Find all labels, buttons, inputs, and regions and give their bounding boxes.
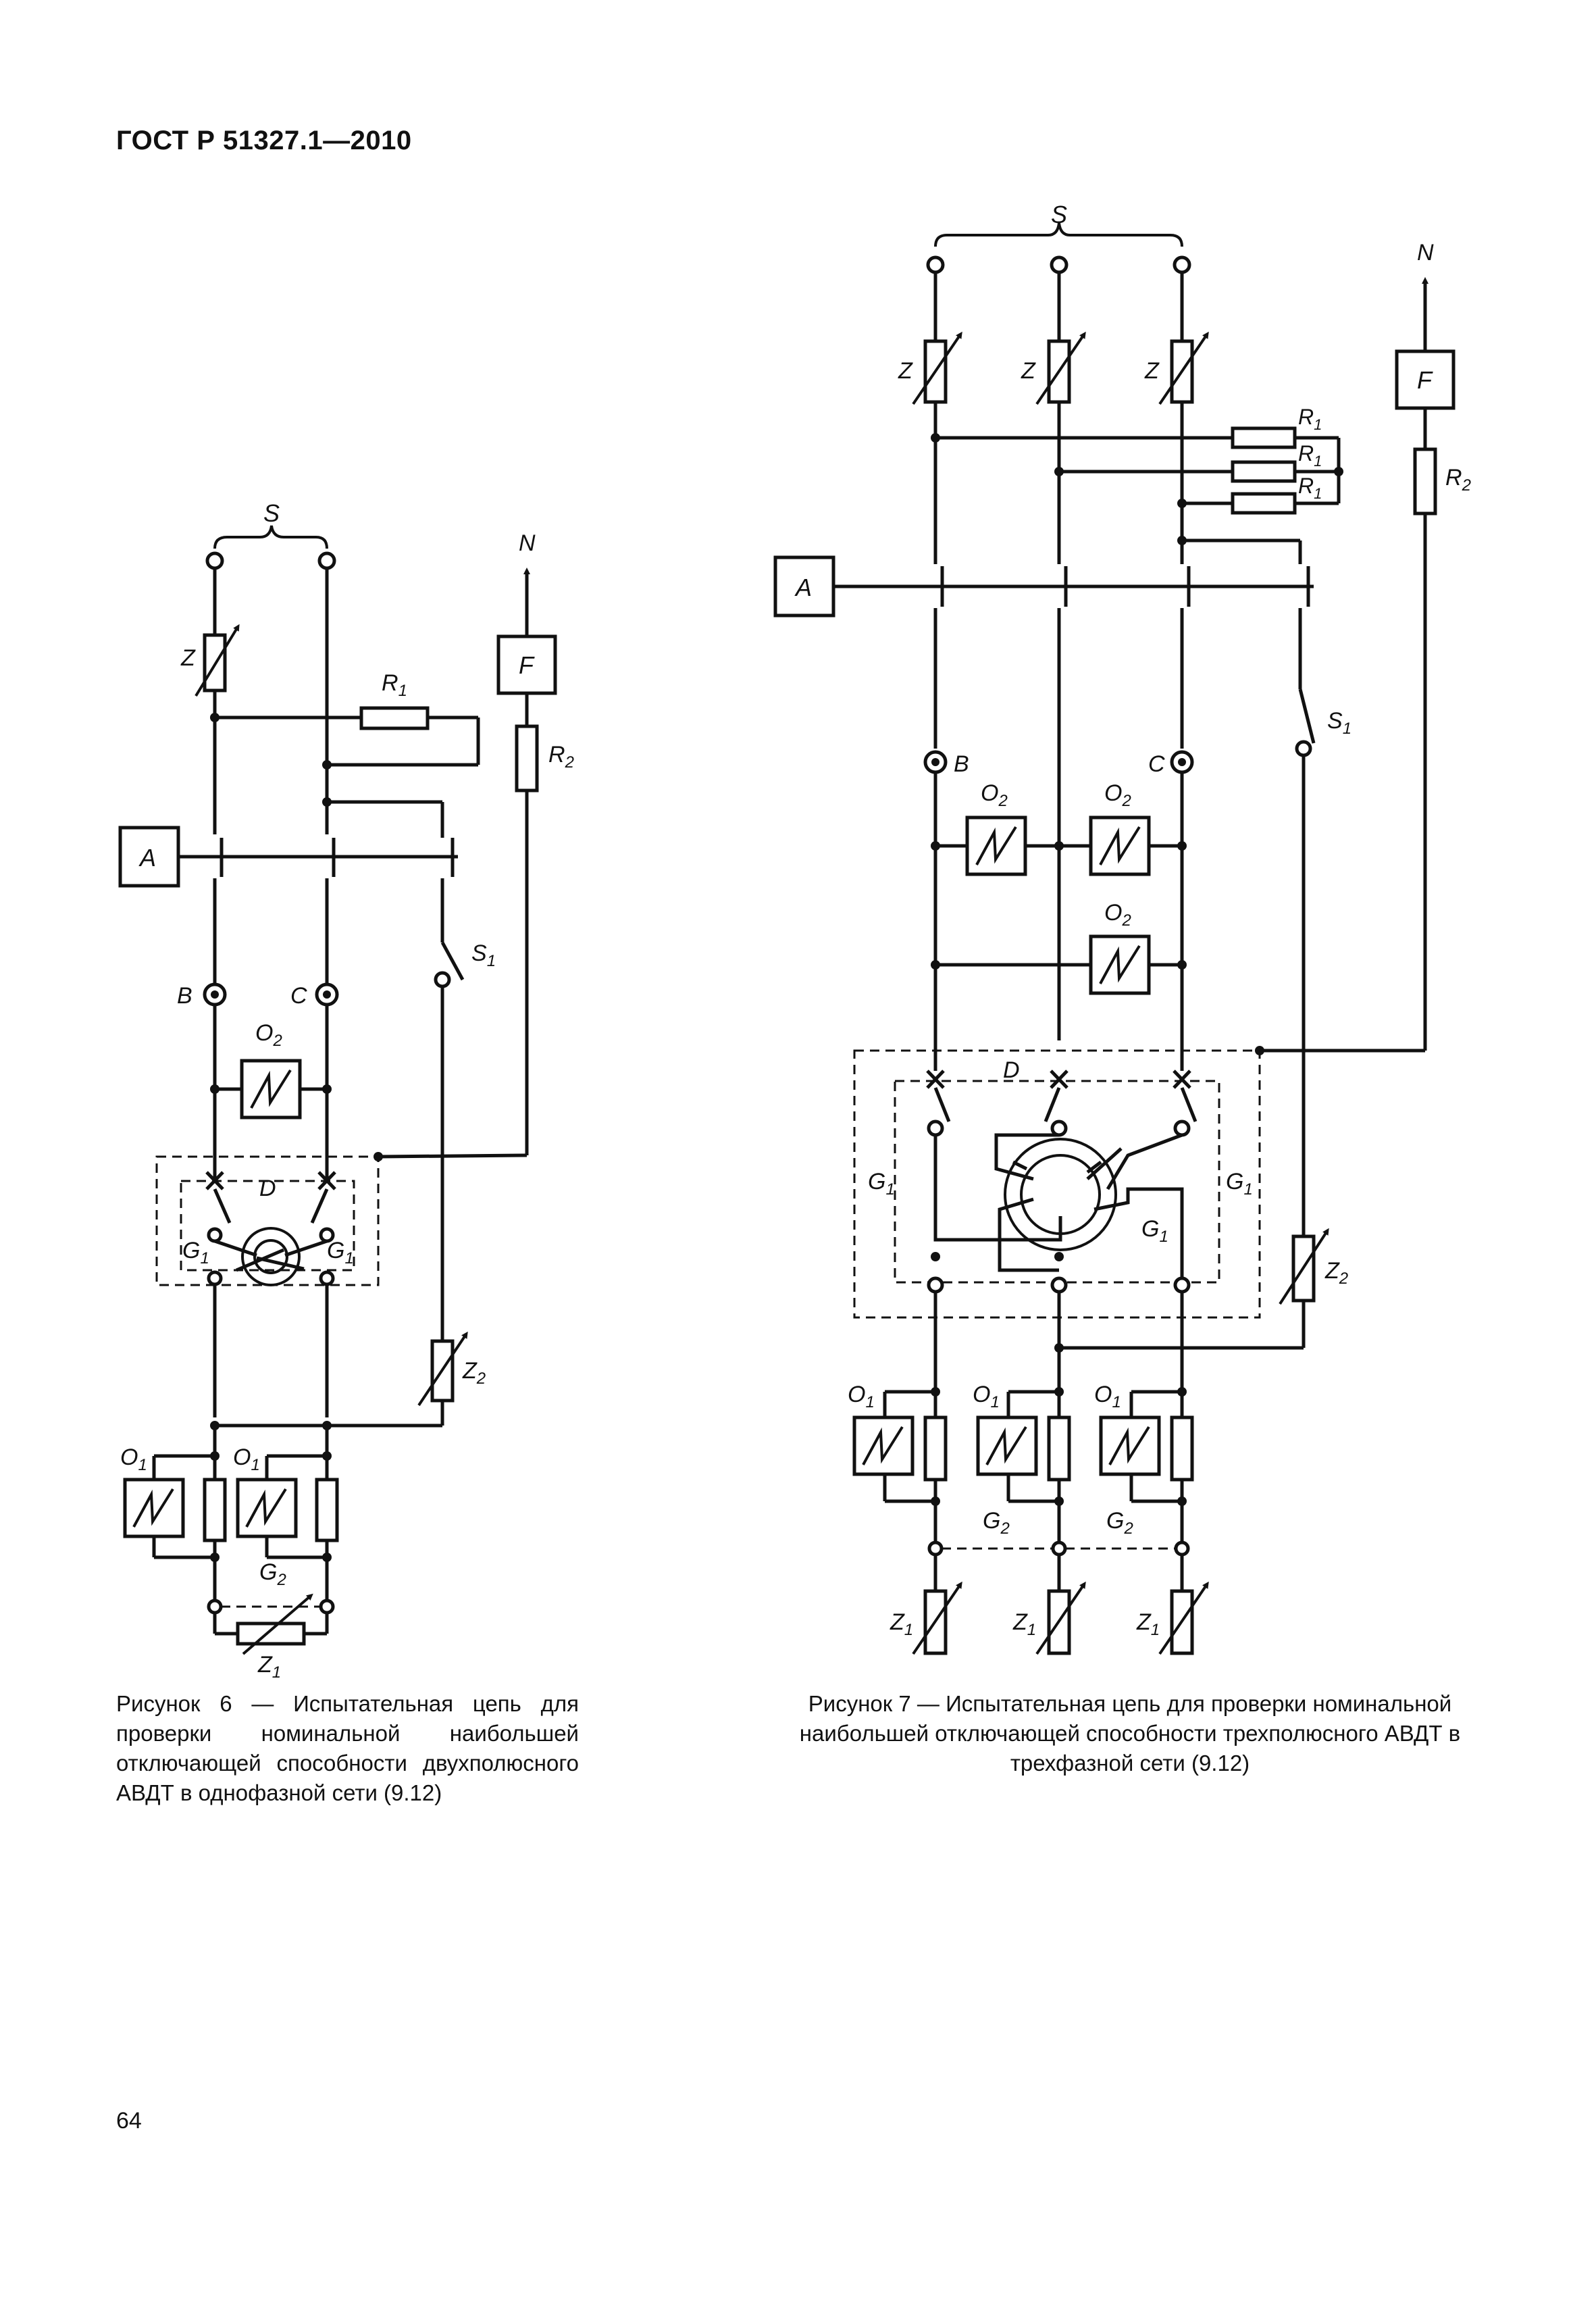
- fig7-label-o2-1: O2: [981, 780, 1008, 810]
- fig6-label-g1-right: G1: [327, 1238, 354, 1267]
- fig7-resistor-o1-3: [1170, 1415, 1194, 1482]
- page-header: ГОСТ Р 51327.1—2010: [116, 126, 412, 155]
- page-number: 64: [116, 2108, 142, 2134]
- fig7-label-o2-3: O2: [1104, 900, 1131, 930]
- fig6-oscillograph-o1-right: [236, 1478, 298, 1538]
- fig7-label-g1-center: G1: [1141, 1216, 1168, 1246]
- fig7-label-s1: S1: [1327, 708, 1352, 738]
- fig7-label-g1-right: G1: [1226, 1169, 1253, 1199]
- s-brace-3: [934, 222, 1183, 247]
- fig6-label-o1-left: O1: [120, 1444, 147, 1474]
- fig7-resistor-z1-2: [1047, 1589, 1071, 1655]
- fig7-resistor-r2: [1413, 447, 1437, 515]
- fig7-label-z1-3: Z1: [1136, 1609, 1160, 1639]
- fig7-oscillograph-o1-3: [1099, 1415, 1161, 1476]
- fig7-oscillograph-o1-2: [976, 1415, 1038, 1476]
- fig7-oscillograph-o1-1: [852, 1415, 915, 1476]
- fig7-label-r1-1: R1: [1298, 405, 1322, 433]
- fig6-label-f: F: [519, 651, 535, 679]
- fig6-box-f: [496, 634, 557, 695]
- fig6-label-c: C: [290, 983, 307, 1009]
- fig7-core: [1004, 1138, 1117, 1251]
- fig7-o1-group-2: O1: [973, 1382, 1071, 1506]
- fig6-label-n: N: [519, 530, 536, 556]
- fig6-label-z2: Z2: [462, 1358, 486, 1388]
- fig6-label-o1-right: O1: [233, 1444, 260, 1474]
- fig7-resistor-r1-1: [1231, 426, 1297, 449]
- fig7-resistor-o1-2: [1047, 1415, 1071, 1482]
- fig6-resistor-r1: [359, 706, 430, 730]
- fig6-label-s1: S1: [471, 940, 496, 970]
- fig7-label-g2-1: G2: [983, 1508, 1010, 1538]
- fig7-resistor-r1-3: [1231, 492, 1297, 515]
- fig7-box-f: [1395, 349, 1456, 410]
- fig7-label-z1-2: Z1: [1012, 1609, 1036, 1639]
- fig6-switch-s1: [434, 971, 451, 988]
- fig6-label-r1: R1: [382, 670, 407, 700]
- fig6-label-r2: R2: [548, 742, 574, 772]
- fig7-label-o2-2: O2: [1104, 780, 1131, 810]
- fig7-label-r1-3: R1: [1298, 474, 1322, 502]
- fig7-label-g1-left: G1: [868, 1169, 895, 1199]
- fig7-resistor-z-3: [1170, 339, 1194, 404]
- fig7-o1-group-1: O1: [848, 1382, 948, 1506]
- fig6-terminal-s-left: [205, 551, 224, 570]
- fig7-resistor-o1-1: [923, 1415, 948, 1482]
- fig7-label-f: F: [1417, 366, 1433, 394]
- fig6-oscillograph-o1-left: [123, 1478, 185, 1538]
- fig7-label-d: D: [1003, 1057, 1020, 1083]
- fig7-label-z-3: Z: [1144, 358, 1160, 384]
- fig7-label-o1-1: O1: [848, 1382, 875, 1411]
- fig6-terminal-s-right: [317, 551, 336, 570]
- fig6-label-o2: O2: [255, 1020, 282, 1050]
- fig6-resistor-z1: [236, 1621, 306, 1646]
- fig7-o1-group-3: O1: [1094, 1382, 1194, 1506]
- figure-7-caption: Рисунок 7 — Испытательная цепь для прове…: [799, 1691, 1461, 1776]
- fig6-label-b: B: [177, 983, 192, 1009]
- fig6-label-z1: Z1: [257, 1652, 281, 1682]
- fig7-label-z2: Z2: [1324, 1258, 1348, 1288]
- fig7-label-r2: R2: [1445, 465, 1471, 495]
- fig6-label-z: Z: [180, 645, 196, 671]
- fig7-label-o1-2: O1: [973, 1382, 1000, 1411]
- figure-7-diagram: S Z Z Z R1 R1 R1: [773, 201, 1471, 1655]
- fig6-core: [241, 1227, 301, 1286]
- fig6-label-s: S: [263, 499, 280, 527]
- fig6-label-d: D: [259, 1176, 276, 1201]
- fig6-device-d-box: [155, 1155, 380, 1286]
- fig7-label-g2-2: G2: [1106, 1508, 1133, 1538]
- fig7-label-c: C: [1148, 751, 1165, 777]
- fig7-label-o1-3: O1: [1094, 1382, 1121, 1411]
- fig7-label-r1-2: R1: [1298, 441, 1322, 470]
- fig7-label-n: N: [1417, 240, 1434, 266]
- fig7-resistor-r1-2: [1231, 460, 1297, 483]
- fig7-resistor-z1-3: [1170, 1589, 1194, 1655]
- fig6-resistor-right: [315, 1478, 339, 1542]
- fig6-resistor-left: [203, 1478, 227, 1542]
- figure-6-caption: Рисунок 6 — Испытательная цепь для прове…: [116, 1691, 579, 1805]
- fig6-label-g1-left: G1: [182, 1238, 209, 1267]
- fig7-label-z-2: Z: [1021, 358, 1036, 384]
- fig7-label-s: S: [1051, 201, 1067, 228]
- fig7-label-a: A: [794, 574, 812, 601]
- s-brace: [213, 525, 328, 549]
- fig6-label-g2: G2: [259, 1559, 286, 1589]
- figure-6-diagram: S Z R1 A S1: [118, 499, 574, 1682]
- fig7-label-z-1: Z: [898, 358, 913, 384]
- fig7-switch-s1: [1295, 740, 1312, 757]
- fig6-resistor-r2: [515, 724, 539, 793]
- fig7-device-d-box: [853, 1049, 1261, 1319]
- fig6-label-a: A: [138, 844, 156, 872]
- fig7-label-z1-1: Z1: [890, 1609, 913, 1639]
- fig7-label-b: B: [954, 751, 969, 777]
